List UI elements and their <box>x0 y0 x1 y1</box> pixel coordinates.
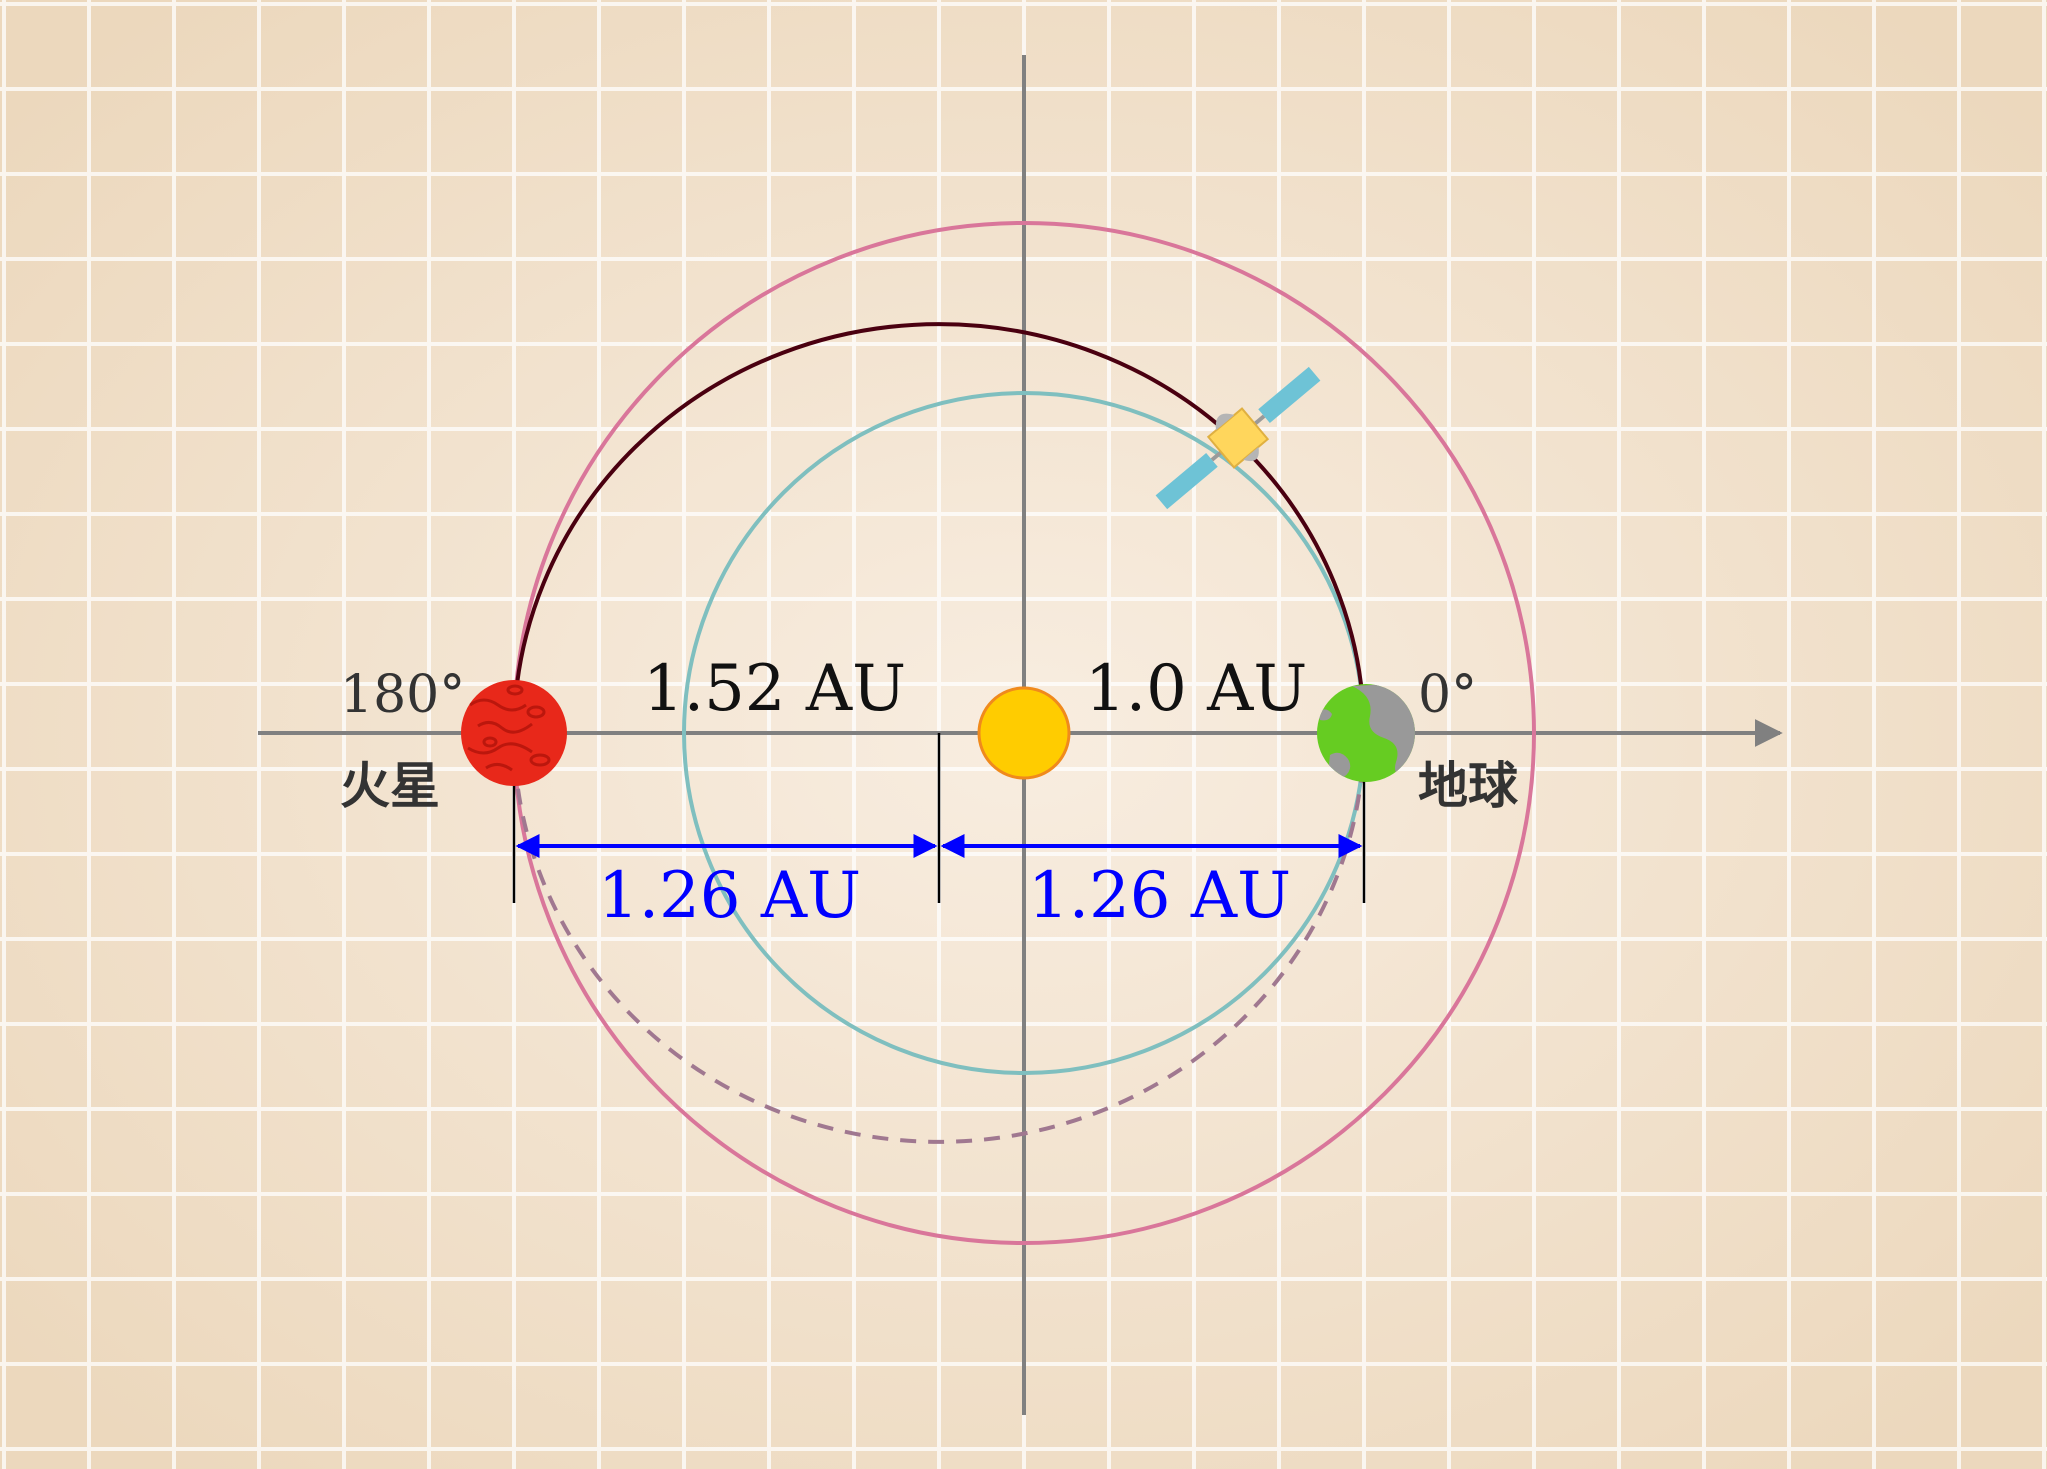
mars-icon <box>461 680 567 786</box>
satellite-icon <box>1155 366 1321 510</box>
return-orbit-dashed <box>512 732 1366 1144</box>
sun-icon <box>977 686 1071 780</box>
semi-major-label-left: 1.26 AU <box>598 859 861 933</box>
mars-angle-label: 180° <box>340 665 465 725</box>
earth-distance-label: 1.0 AU <box>1085 652 1307 726</box>
semi-major-label-right: 1.26 AU <box>1028 859 1291 933</box>
earth-angle-label: 0° <box>1418 665 1477 725</box>
mars-distance-label: 1.52 AU <box>643 652 906 726</box>
mars-name-label: 火星 <box>340 757 440 815</box>
transfer-orbit <box>512 322 1366 734</box>
earth-name-label: 地球 <box>1418 757 1519 815</box>
